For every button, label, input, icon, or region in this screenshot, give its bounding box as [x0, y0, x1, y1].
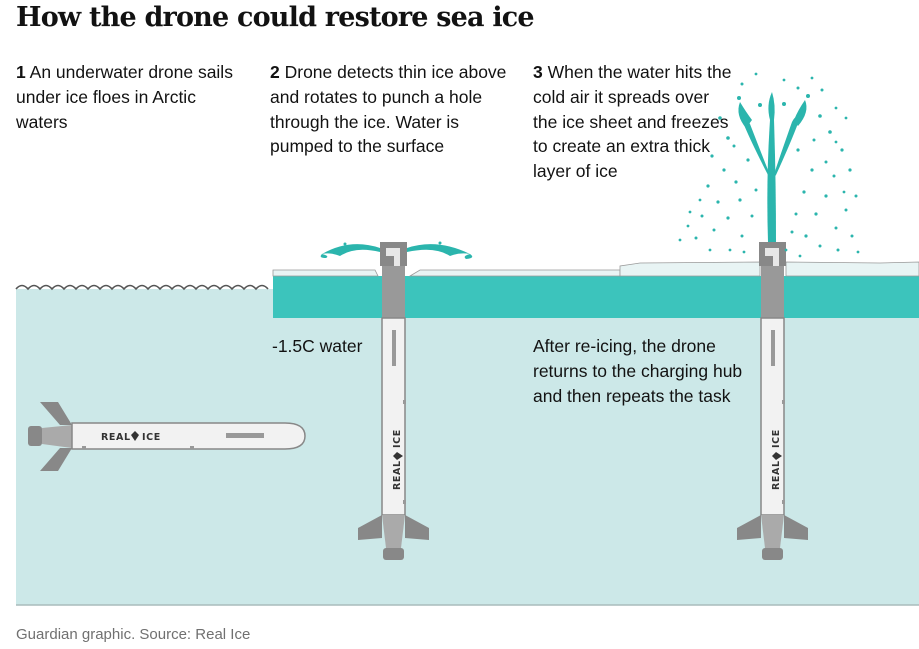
step-2-number: 2 — [270, 62, 280, 82]
step-2-text: 2 Drone detects thin ice above and rotat… — [270, 60, 510, 159]
drone-logo-icon — [131, 431, 139, 441]
ice-surface-layer-middle — [408, 269, 621, 277]
step-3-text: 3 When the water hits the cold air it sp… — [533, 60, 738, 184]
water-surface-waves — [15, 284, 269, 291]
source-credit: Guardian graphic. Source: Real Ice — [16, 626, 251, 643]
reicing-note: After re-icing, the drone returns to the… — [533, 336, 743, 406]
step-3-number: 3 — [533, 62, 543, 82]
vertical-drone-2-brand-left: REAL — [771, 460, 782, 490]
step-1-description: An underwater drone sails under ice floe… — [16, 62, 233, 132]
drone-logo-icon — [772, 452, 782, 460]
water-spread-splash — [320, 241, 473, 259]
water-temperature-label: -1.5C water — [272, 336, 363, 356]
drone-logo-icon — [393, 452, 403, 460]
vertical-drone-1: REAL ICE — [358, 242, 429, 560]
vertical-drone-1-brand-right: ICE — [392, 429, 403, 448]
step-1-text: 1 An underwater drone sails under ice fl… — [16, 60, 246, 134]
ice-surface-layer-left — [272, 269, 379, 277]
vertical-drone-2: REAL ICE — [737, 242, 808, 560]
step-3-description: When the water hits the cold air it spre… — [533, 62, 732, 182]
horizontal-drone-brand-left: REAL — [101, 432, 131, 443]
water-fountain-spray — [678, 72, 860, 258]
horizontal-drone: REAL ICE — [28, 402, 306, 471]
step-1-number: 1 — [16, 62, 26, 82]
graphic-title: How the drone could restore sea ice — [16, 2, 535, 33]
ice-sheet — [273, 276, 919, 318]
vertical-drone-2-brand-right: ICE — [771, 429, 782, 448]
horizontal-drone-brand-right: ICE — [142, 432, 161, 443]
step-2-description: Drone detects thin ice above and rotates… — [270, 62, 507, 157]
vertical-drone-1-brand-left: REAL — [392, 460, 403, 490]
